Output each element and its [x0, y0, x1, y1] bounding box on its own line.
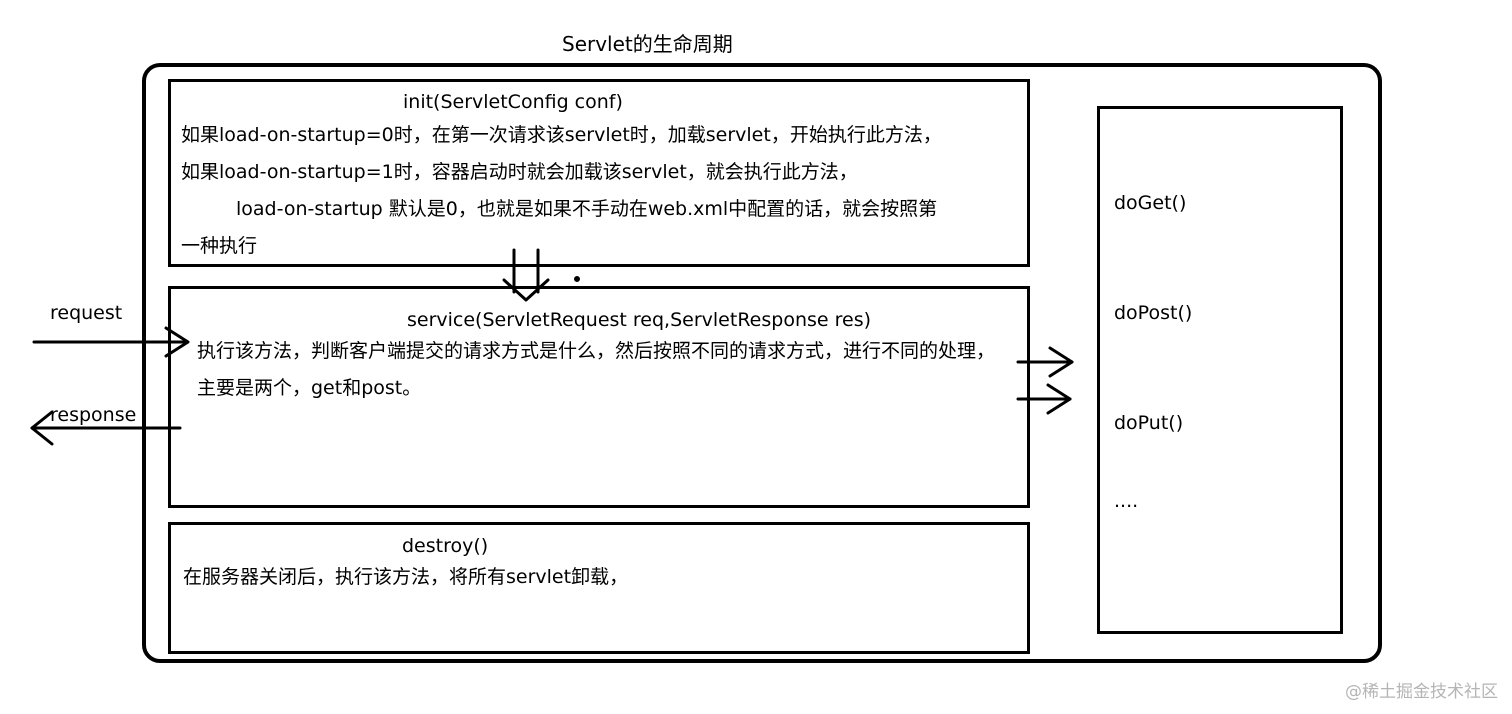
request-label: request	[50, 302, 123, 324]
init-to-service-arrow	[502, 248, 580, 302]
watermark: @稀土掘金技术社区	[1345, 682, 1498, 702]
method-dopost: doPost()	[1114, 302, 1193, 324]
init-line-1: 如果load-on-startup=0时，在第一次请求该servlet时，加载s…	[181, 124, 942, 146]
destroy-box: destroy() 在服务器关闭后，执行该方法，将所有servlet卸载，	[168, 522, 1030, 654]
request-arrow	[32, 326, 190, 358]
init-signature: init(ServletConfig conf)	[403, 91, 623, 113]
service-to-methods-arrows	[1016, 346, 1074, 415]
init-line-2: 如果load-on-startup=1时，容器启动时就会加载该servlet，就…	[181, 161, 858, 183]
method-ellipsis: ....	[1114, 490, 1139, 512]
servlet-container-frame	[142, 63, 1382, 663]
response-label: response	[50, 404, 137, 426]
service-box: service(ServletRequest req,ServletRespon…	[168, 286, 1030, 508]
init-box: init(ServletConfig conf) 如果load-on-start…	[168, 79, 1030, 267]
method-doget: doGet()	[1114, 192, 1187, 214]
destroy-description: 在服务器关闭后，执行该方法，将所有servlet卸载，	[183, 566, 629, 588]
service-signature: service(ServletRequest req,ServletRespon…	[407, 309, 872, 331]
diagram-title: Servlet的生命周期	[562, 32, 733, 56]
init-line-3: load-on-startup 默认是0，也就是如果不手动在web.xml中配置…	[236, 198, 938, 220]
init-line-4: 一种执行	[181, 235, 258, 257]
methods-box: doGet() doPost() doPut() ....	[1097, 106, 1343, 634]
destroy-signature: destroy()	[402, 535, 489, 557]
method-doput: doPut()	[1114, 412, 1184, 434]
response-arrow	[30, 410, 182, 446]
service-description: 执行该方法，判断客户端提交的请求方式是什么，然后按照不同的请求方式，进行不同的处…	[197, 340, 996, 399]
